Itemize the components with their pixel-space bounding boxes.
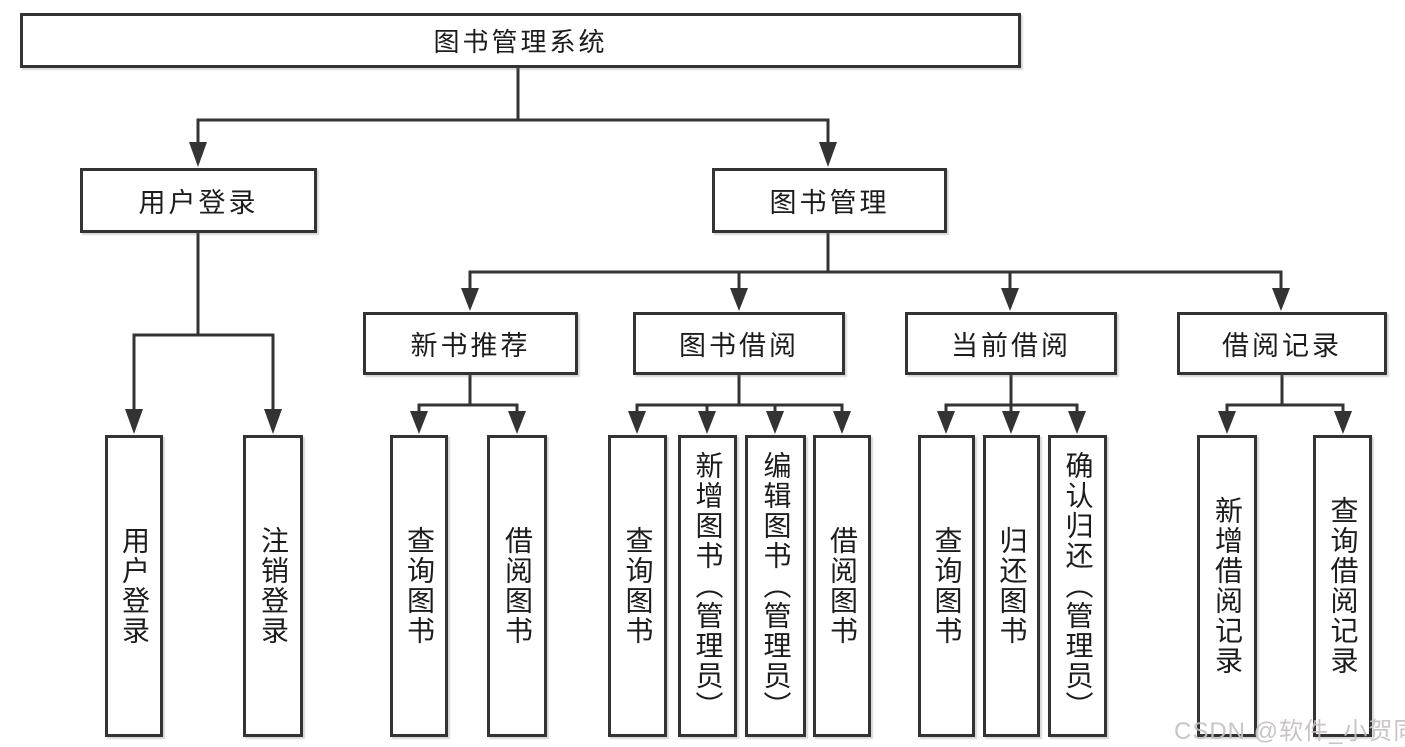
leaf-rec-query-books-label: 查询图书 bbox=[404, 526, 435, 646]
leaf-bb-add-books-admin-label: 新增图书（管理员） bbox=[692, 451, 724, 721]
leaf-rec-borrow-books-label: 借阅图书 bbox=[502, 526, 533, 646]
leaf-cb-query-books: 查询图书 bbox=[918, 435, 975, 737]
leaf-br-add-record-label: 新增借阅记录 bbox=[1212, 496, 1243, 676]
leaf-cb-confirm-return-admin: 确认归还（管理员） bbox=[1048, 435, 1107, 737]
node-book-management-label: 图书管理 bbox=[769, 188, 890, 218]
leaf-cb-query-books-label: 查询图书 bbox=[931, 526, 963, 646]
leaf-br-query-record-label: 查询借阅记录 bbox=[1327, 496, 1359, 676]
leaf-cb-confirm-return-admin-label: 确认归还（管理员） bbox=[1062, 451, 1094, 721]
leaf-rec-query-books: 查询图书 bbox=[390, 435, 448, 737]
leaf-user-login: 用户登录 bbox=[105, 435, 163, 737]
leaf-logout-label: 注销登录 bbox=[258, 526, 289, 646]
csdn-watermark: CSDN @软件_小贺同学 bbox=[1174, 718, 1405, 745]
node-new-book-recommend-label: 新书推荐 bbox=[410, 331, 531, 361]
leaf-cb-return-books-label: 归还图书 bbox=[996, 526, 1028, 646]
node-new-book-recommend: 新书推荐 bbox=[363, 312, 578, 375]
node-book-borrow: 图书借阅 bbox=[633, 312, 845, 375]
leaf-logout: 注销登录 bbox=[243, 435, 303, 737]
leaf-bb-query-books: 查询图书 bbox=[608, 435, 667, 737]
node-book-borrow-label: 图书借阅 bbox=[679, 331, 799, 361]
node-user-login: 用户登录 bbox=[80, 168, 317, 233]
leaf-bb-borrow-books: 借阅图书 bbox=[813, 435, 871, 737]
leaf-rec-borrow-books: 借阅图书 bbox=[487, 435, 547, 737]
leaf-bb-add-books-admin: 新增图书（管理员） bbox=[678, 435, 737, 737]
node-library-system: 图书管理系统 bbox=[20, 13, 1021, 68]
node-borrow-records: 借阅记录 bbox=[1177, 312, 1387, 375]
node-current-borrow-label: 当前借阅 bbox=[951, 331, 1071, 361]
leaf-bb-query-books-label: 查询图书 bbox=[622, 526, 654, 646]
leaf-cb-return-books: 归还图书 bbox=[983, 435, 1040, 737]
node-current-borrow: 当前借阅 bbox=[905, 312, 1117, 375]
node-book-management: 图书管理 bbox=[712, 168, 947, 233]
node-user-login-label: 用户登录 bbox=[138, 188, 259, 218]
leaf-br-add-record: 新增借阅记录 bbox=[1197, 435, 1257, 737]
node-borrow-records-label: 借阅记录 bbox=[1222, 331, 1342, 361]
leaf-bb-edit-books-admin: 编辑图书（管理员） bbox=[745, 435, 806, 737]
node-library-system-label: 图书管理系统 bbox=[433, 27, 608, 57]
leaf-user-login-label: 用户登录 bbox=[119, 526, 150, 646]
leaf-bb-edit-books-admin-label: 编辑图书（管理员） bbox=[760, 451, 792, 721]
leaf-bb-borrow-books-label: 借阅图书 bbox=[827, 526, 858, 646]
leaf-br-query-record: 查询借阅记录 bbox=[1313, 435, 1372, 737]
